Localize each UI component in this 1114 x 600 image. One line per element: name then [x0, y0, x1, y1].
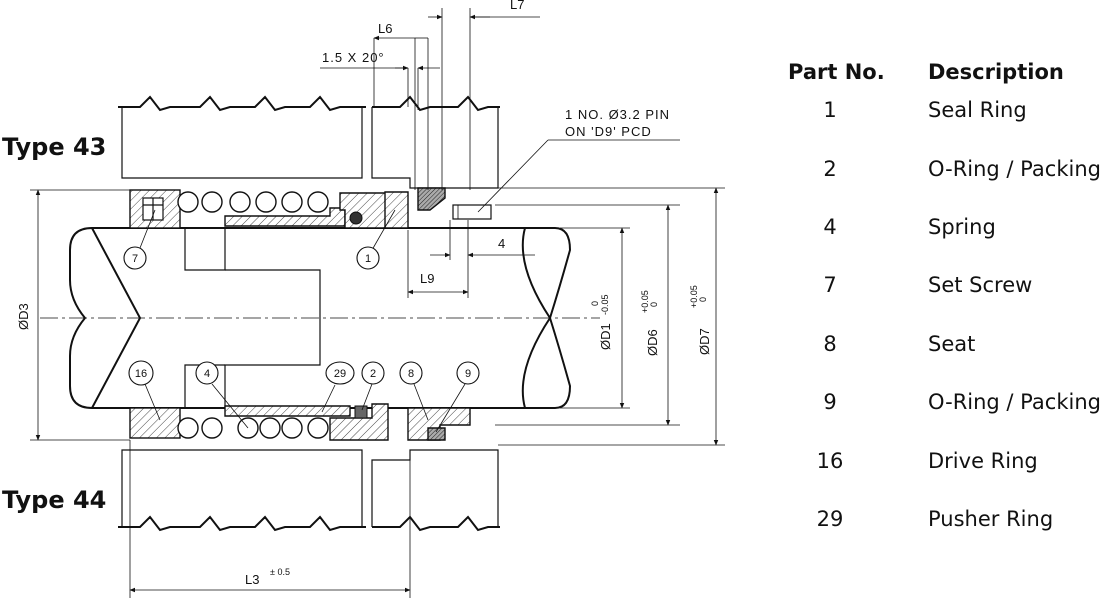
table-row: 7 Set Screw — [780, 273, 1114, 313]
part-no: 1 — [823, 98, 837, 122]
callout-2: 2 — [361, 361, 385, 411]
callout-8: 8 — [399, 361, 429, 421]
dim-4: 4 — [430, 220, 535, 260]
svg-text:4: 4 — [204, 368, 210, 380]
type-44-label: Type 44 — [2, 486, 106, 514]
header-description: Description — [928, 60, 1064, 84]
svg-text:1: 1 — [365, 253, 371, 265]
upper-seal-assembly — [129, 187, 492, 229]
svg-text:16: 16 — [135, 368, 147, 380]
part-no: 29 — [816, 507, 844, 531]
callout-29: 29 — [321, 361, 355, 413]
D1-label: ØD1 — [598, 323, 613, 350]
svg-text:29: 29 — [334, 368, 346, 380]
dim-D7: ØD7 +0.05 0 — [498, 187, 725, 446]
shaft — [40, 227, 600, 409]
dim-L7: L7 — [428, 0, 540, 190]
pin-note: 1 NO. Ø3.2 PIN ON 'D9' PCD — [477, 107, 680, 213]
svg-text:1 NO. Ø3.2 PIN: 1 NO. Ø3.2 PIN — [565, 107, 670, 122]
dim-D3: ØD3 — [16, 189, 130, 441]
svg-text:0: 0 — [698, 297, 708, 302]
L9-label: L9 — [420, 271, 434, 286]
upper-gland-housing — [118, 95, 500, 189]
type-43-label: Type 43 — [2, 133, 106, 161]
part-description: Drive Ring — [928, 449, 1038, 473]
part-description: Spring — [928, 215, 996, 239]
table-row: 1 Seal Ring — [780, 98, 1114, 138]
svg-text:+0.05: +0.05 — [640, 290, 650, 313]
svg-text:-0.05: -0.05 — [600, 294, 610, 315]
L7-label: L7 — [510, 0, 524, 12]
D3-label: ØD3 — [16, 303, 31, 330]
table-row: 29 Pusher Ring — [780, 507, 1114, 547]
svg-text:0: 0 — [649, 302, 659, 307]
dim-chamfer: 1.5 X 20° — [320, 50, 440, 110]
svg-text:ON 'D9' PCD: ON 'D9' PCD — [565, 124, 652, 139]
part-description: Pusher Ring — [928, 507, 1054, 531]
dim-D1: ØD1 0 -0.05 — [560, 227, 630, 409]
L3-label: L3 — [245, 572, 259, 587]
callout-7: 7 — [123, 209, 156, 270]
part-no: 7 — [823, 273, 837, 297]
L6-label: L6 — [378, 21, 392, 36]
table-row: 16 Drive Ring — [780, 449, 1114, 489]
callout-1: 1 — [356, 209, 396, 270]
svg-text:0: 0 — [590, 301, 600, 306]
part-description: O-Ring / Packing — [928, 157, 1101, 181]
chamfer-label: 1.5 X 20° — [322, 50, 385, 65]
svg-text:8: 8 — [408, 368, 414, 380]
part-description: Seat — [928, 332, 976, 356]
svg-text:7: 7 — [132, 253, 138, 265]
part-description: Seal Ring — [928, 98, 1027, 122]
svg-text:2: 2 — [370, 368, 376, 380]
D7-label: ØD7 — [697, 328, 712, 355]
table-row: 9 O-Ring / Packing — [780, 390, 1114, 430]
dim-L9: L9 — [407, 220, 469, 298]
lower-gland-housing — [118, 449, 500, 532]
part-no: 9 — [823, 390, 837, 414]
header-part-no: Part No. — [788, 60, 885, 84]
L3-tolerance: ± 0.5 — [270, 567, 290, 577]
part-no: 8 — [823, 332, 837, 356]
part-no: 2 — [823, 157, 837, 181]
svg-text:9: 9 — [465, 368, 471, 380]
callout-16: 16 — [128, 360, 161, 421]
callout-4: 4 — [195, 361, 249, 429]
seal-assembly-diagram: Type 43 Type 44 — [2, 0, 725, 598]
table-row: 8 Seat — [780, 332, 1114, 372]
callout-9: 9 — [435, 361, 480, 433]
dim-D6: ØD6 +0.05 0 — [495, 204, 680, 426]
part-no: 16 — [816, 449, 844, 473]
svg-text:+0.05: +0.05 — [689, 285, 699, 308]
dim-L3: L3 ± 0.5 — [129, 440, 411, 598]
part-description: O-Ring / Packing — [928, 390, 1101, 414]
lower-seal-assembly — [129, 403, 471, 441]
table-row: 4 Spring — [780, 215, 1114, 255]
table-row: 2 O-Ring / Packing — [780, 157, 1114, 197]
D6-label: ØD6 — [645, 329, 660, 356]
part-no: 4 — [823, 215, 837, 239]
dim-L6: L6 — [373, 21, 429, 190]
part-description: Set Screw — [928, 273, 1033, 297]
dim-4-label: 4 — [498, 236, 505, 251]
